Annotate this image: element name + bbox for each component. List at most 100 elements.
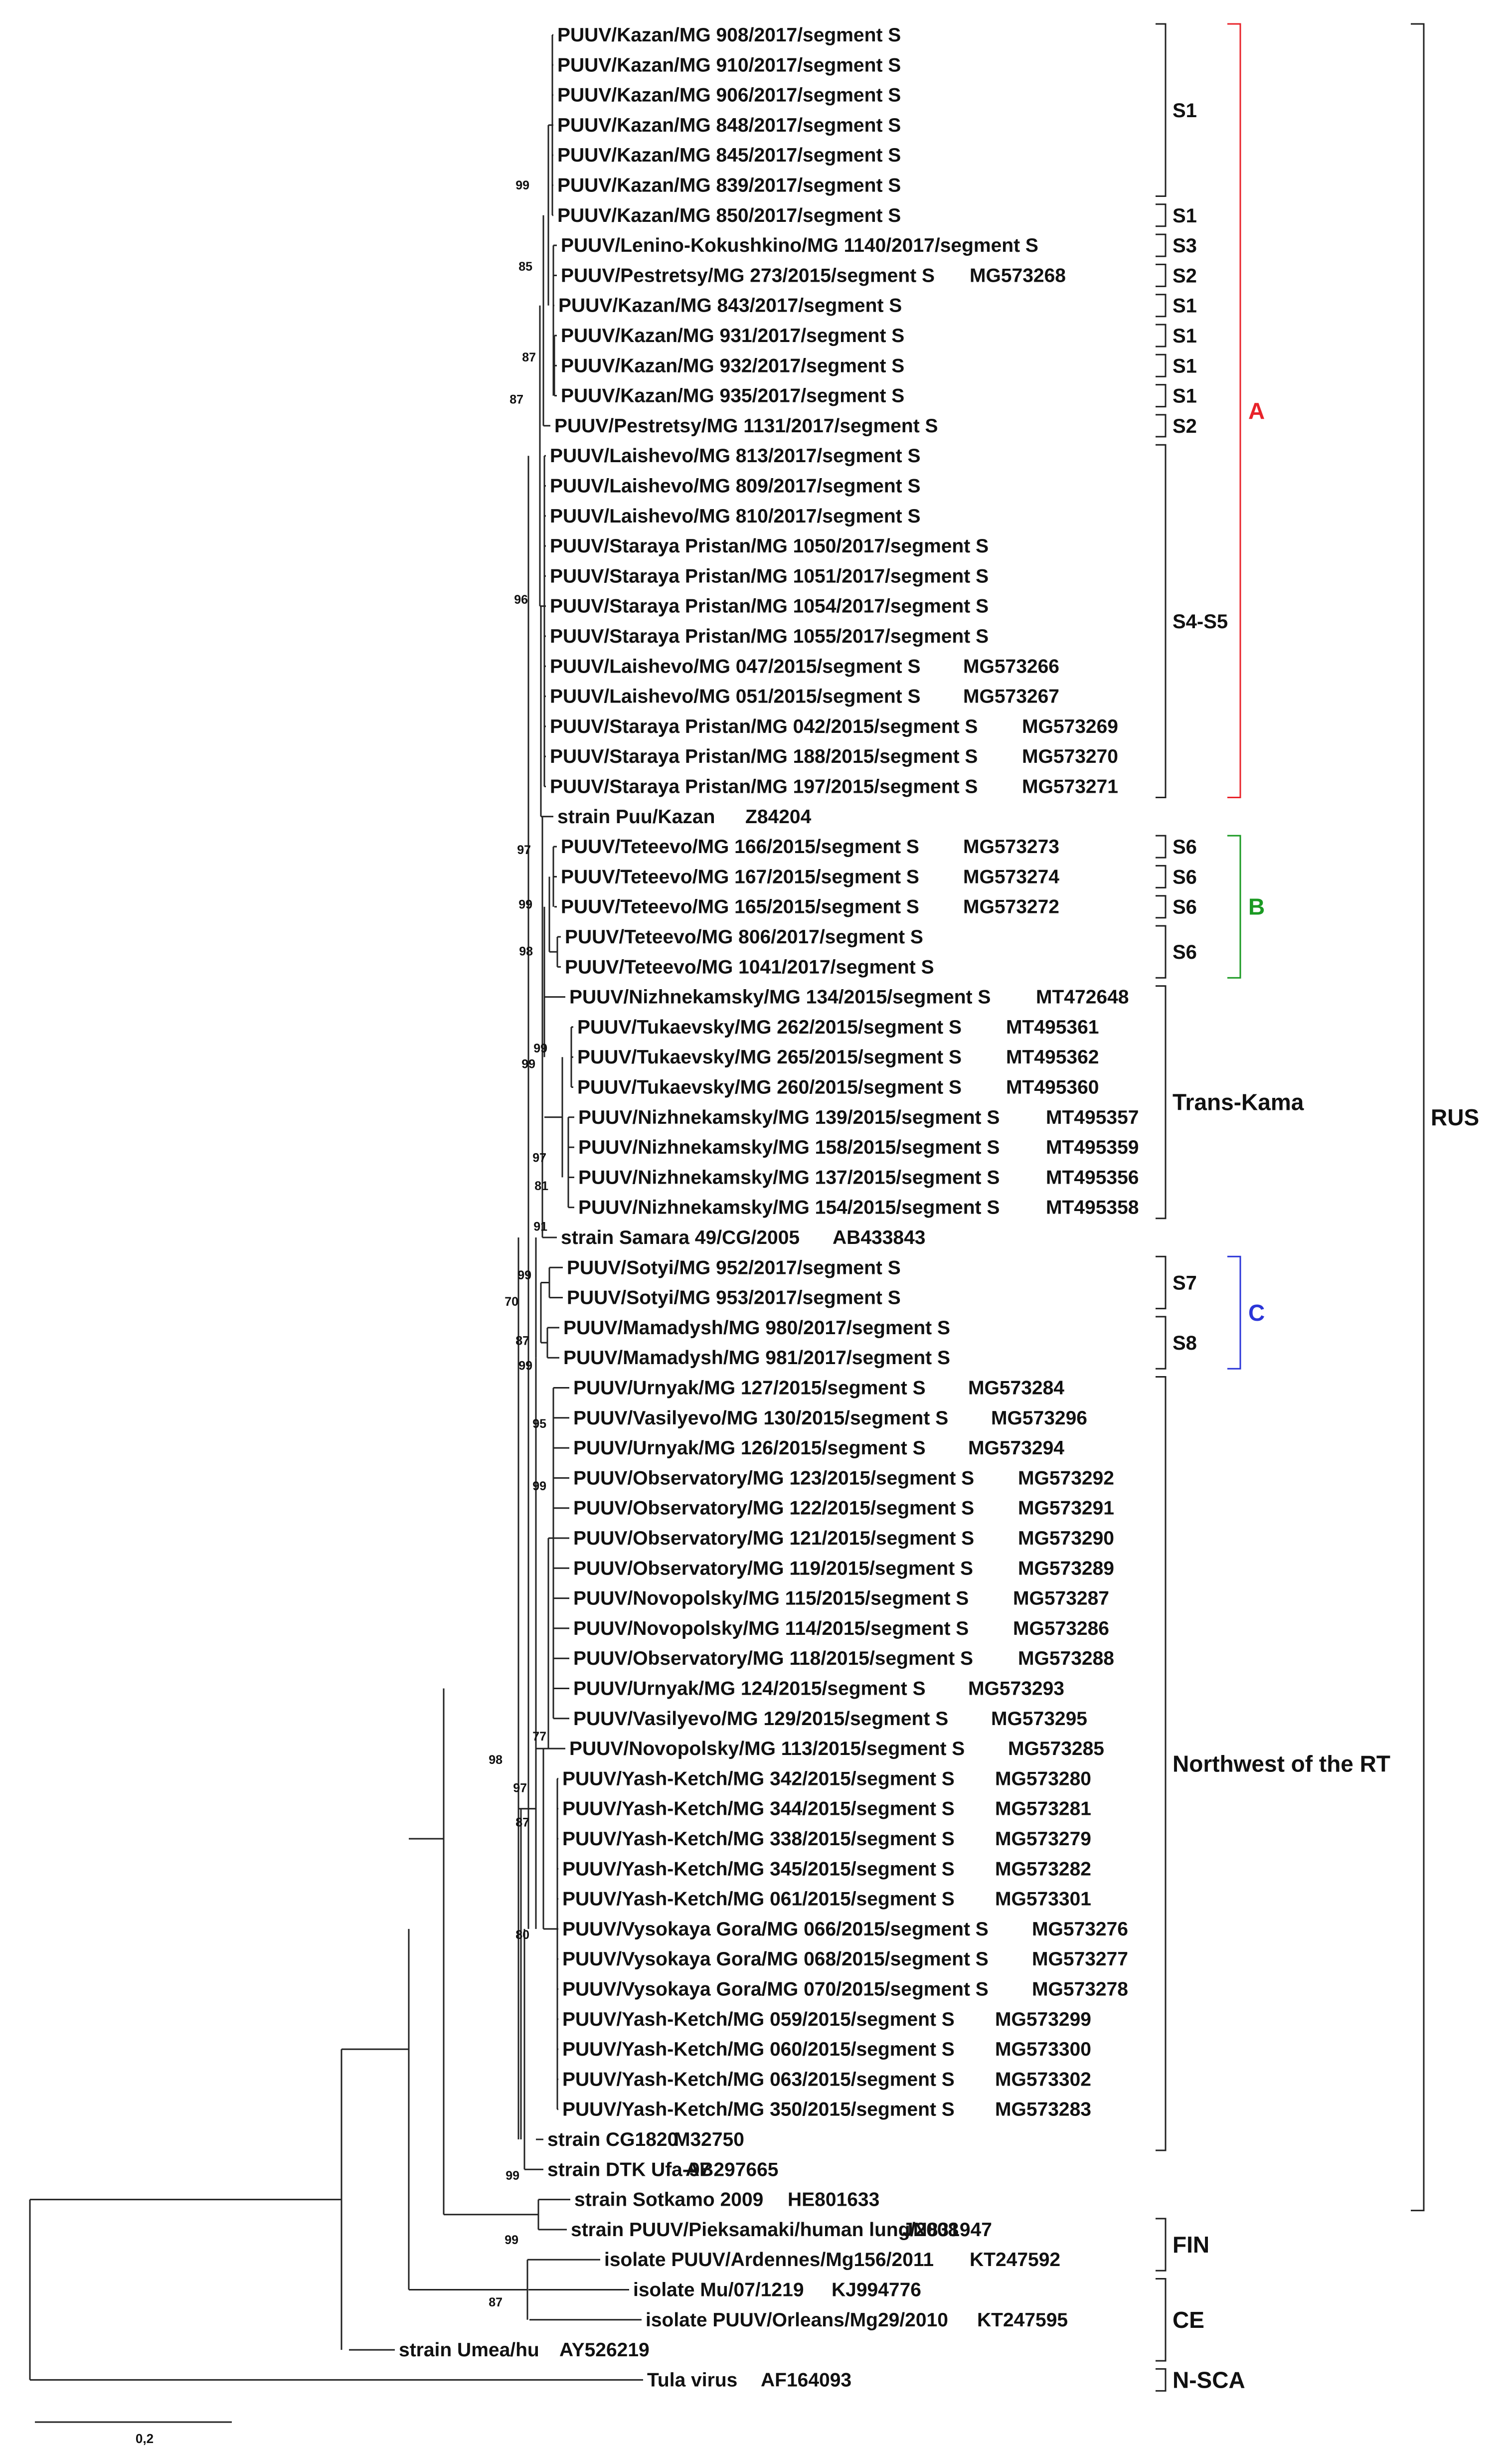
leaf-label: PUUV/Nizhnekamsky/MG 154/2015/segment S xyxy=(578,1197,1000,1219)
leaf-accession: MG573296 xyxy=(991,1407,1087,1429)
leaf-accession: KT247592 xyxy=(970,2249,1060,2271)
leaf-label: PUUV/Teteevo/MG 165/2015/segment S xyxy=(561,896,919,918)
scale-bar-label: 0,2 xyxy=(136,2431,154,2446)
leaf-accession: MG573293 xyxy=(968,1678,1064,1700)
leaf-label: PUUV/Teteevo/MG 1041/2017/segment S xyxy=(565,956,934,978)
leaf-label: PUUV/Yash-Ketch/MG 338/2015/segment S xyxy=(562,1828,955,1850)
leaf-accession: MG573291 xyxy=(1018,1498,1114,1519)
leaf-accession: MG573276 xyxy=(1032,1919,1128,1940)
bootstrap-value: 70 xyxy=(504,1295,518,1309)
leaf-label: PUUV/Laishevo/MG 051/2015/segment S xyxy=(550,686,920,707)
clade-bracket xyxy=(1227,835,1241,979)
leaf-accession: MG573295 xyxy=(991,1708,1087,1730)
subclade-bracket xyxy=(1156,444,1167,798)
leaf-accession: MG573272 xyxy=(963,896,1059,918)
bootstrap-value: 91 xyxy=(533,1220,547,1234)
leaf-accession: MG573285 xyxy=(1008,1738,1104,1759)
leaf-accession: KT247595 xyxy=(977,2309,1068,2331)
subclade-bracket xyxy=(1156,1316,1167,1370)
bootstrap-value: 98 xyxy=(519,945,533,959)
leaf-accession: MG573292 xyxy=(1018,1467,1114,1489)
bootstrap-value: 99 xyxy=(504,2233,518,2247)
subclade-label: S1 xyxy=(1173,385,1197,407)
leaf-label: PUUV/Kazan/MG 906/2017/segment S xyxy=(557,85,901,106)
leaf-label: PUUV/Staraya Pristan/MG 197/2015/segment… xyxy=(550,776,978,798)
leaf-label: PUUV/Lenino-Kokushkino/MG 1140/2017/segm… xyxy=(561,235,1038,256)
group-bracket xyxy=(1156,2368,1167,2392)
leaf-label: PUUV/Kazan/MG 932/2017/segment S xyxy=(561,355,904,376)
leaf-accession: MG573290 xyxy=(1018,1528,1114,1549)
bootstrap-value: 77 xyxy=(532,1730,546,1744)
leaf-accession: MG573284 xyxy=(968,1378,1064,1399)
bootstrap-value: 97 xyxy=(517,843,531,857)
leaf-accession: MG573281 xyxy=(995,1798,1091,1820)
leaf-labels: PUUV/Kazan/MG 908/2017/segment S PUUV/Kaz… xyxy=(399,24,1139,2391)
subclade-bracket xyxy=(1156,925,1167,979)
leaf-label: PUUV/Tukaevsky/MG 265/2015/segment S xyxy=(577,1047,962,1068)
subclade-label: S1 xyxy=(1173,295,1197,317)
leaf-accession: MG573300 xyxy=(995,2039,1091,2060)
group-bracket xyxy=(1156,2218,1167,2272)
leaf-label: PUUV/Kazan/MG 908/2017/segment S xyxy=(557,24,901,46)
clade-bracket xyxy=(1227,1255,1241,1370)
bootstrap-value: 96 xyxy=(514,593,528,607)
leaf-label: strain DTK Ufa-97 xyxy=(547,2159,710,2180)
bootstrap-value: 87 xyxy=(515,1815,529,1829)
bootstrap-value: 85 xyxy=(518,260,532,274)
leaf-accession: MG573271 xyxy=(1022,776,1118,798)
leaf-label: PUUV/Tukaevsky/MG 262/2015/segment S xyxy=(577,1017,962,1038)
clade-label: A xyxy=(1248,398,1265,424)
leaf-label: PUUV/Kazan/MG 843/2017/segment S xyxy=(558,295,902,317)
leaf-accession: HE801633 xyxy=(788,2189,879,2211)
leaf-accession: MG573278 xyxy=(1032,1979,1128,2000)
leaf-label: Tula virus xyxy=(647,2369,737,2391)
leaf-label: PUUV/Yash-Ketch/MG 344/2015/segment S xyxy=(562,1798,955,1820)
leaf-accession: MG573301 xyxy=(995,1889,1091,1910)
subclade-label: S8 xyxy=(1173,1332,1197,1354)
leaf-accession: AY526219 xyxy=(559,2339,650,2361)
subclade-bracket xyxy=(1156,384,1167,408)
leaf-label: PUUV/Vysokaya Gora/MG 070/2015/segment S xyxy=(562,1979,989,2000)
leaf-accession: MG573287 xyxy=(1013,1588,1109,1609)
leaf-label: PUUV/Tukaevsky/MG 260/2015/segment S xyxy=(577,1077,962,1098)
subclade-label: S6 xyxy=(1173,836,1197,858)
subclade-bracket xyxy=(1156,414,1167,438)
leaf-label: PUUV/Laishevo/MG 813/2017/segment S xyxy=(550,445,920,467)
bootstrap-value: 81 xyxy=(534,1179,548,1193)
leaf-label: PUUV/Yash-Ketch/MG 061/2015/segment S xyxy=(562,1889,955,1910)
leaf-accession: MG573266 xyxy=(963,656,1059,677)
subclade-label: S6 xyxy=(1173,866,1197,888)
leaf-label: PUUV/Vysokaya Gora/MG 066/2015/segment S xyxy=(562,1919,989,1940)
subclade-label: S7 xyxy=(1173,1272,1197,1294)
leaf-accession: MG573279 xyxy=(995,1828,1091,1850)
leaf-label: strain Sotkamo 2009 xyxy=(574,2189,763,2211)
leaf-accession: MG573299 xyxy=(995,2009,1091,2030)
subclade-label: S4-S5 xyxy=(1173,611,1228,633)
subclade-label: S1 xyxy=(1173,205,1197,227)
leaf-label: PUUV/Staraya Pristan/MG 188/2015/segment… xyxy=(550,746,978,767)
group-bracket xyxy=(1411,23,1425,2212)
leaf-label: strain Samara 49/CG/2005 xyxy=(561,1227,800,1248)
leaf-accession: MG573267 xyxy=(963,686,1059,707)
leaf-accession: MG573273 xyxy=(963,836,1059,858)
subclade-label: S2 xyxy=(1173,265,1197,287)
bootstrap-value: 87 xyxy=(489,2295,503,2309)
bootstrap-value: 87 xyxy=(509,393,523,407)
leaf-accession: MG573288 xyxy=(1018,1648,1114,1669)
leaf-label: PUUV/Yash-Ketch/MG 063/2015/segment S xyxy=(562,2069,955,2090)
leaf-accession: MT495356 xyxy=(1046,1167,1139,1188)
leaf-label: PUUV/Kazan/MG 910/2017/segment S xyxy=(557,54,901,76)
leaf-accession: MG573268 xyxy=(970,265,1066,286)
leaf-accession: MG573269 xyxy=(1022,716,1118,737)
leaf-accession: MT495362 xyxy=(1006,1047,1099,1068)
subclade-label: S1 xyxy=(1173,100,1197,122)
bootstrap-value: 99 xyxy=(517,1268,531,1282)
leaf-accession: AB297665 xyxy=(685,2159,778,2180)
scale-bar: 0,2 xyxy=(35,2421,232,2446)
leaf-label: PUUV/Staraya Pristan/MG 1050/2017/segmen… xyxy=(550,535,989,557)
subclade-bracket xyxy=(1156,263,1167,287)
bootstrap-value: 99 xyxy=(505,2169,519,2183)
leaf-accession: MT495357 xyxy=(1046,1107,1139,1128)
leaf-label: PUUV/Laishevo/MG 809/2017/segment S xyxy=(550,476,920,497)
